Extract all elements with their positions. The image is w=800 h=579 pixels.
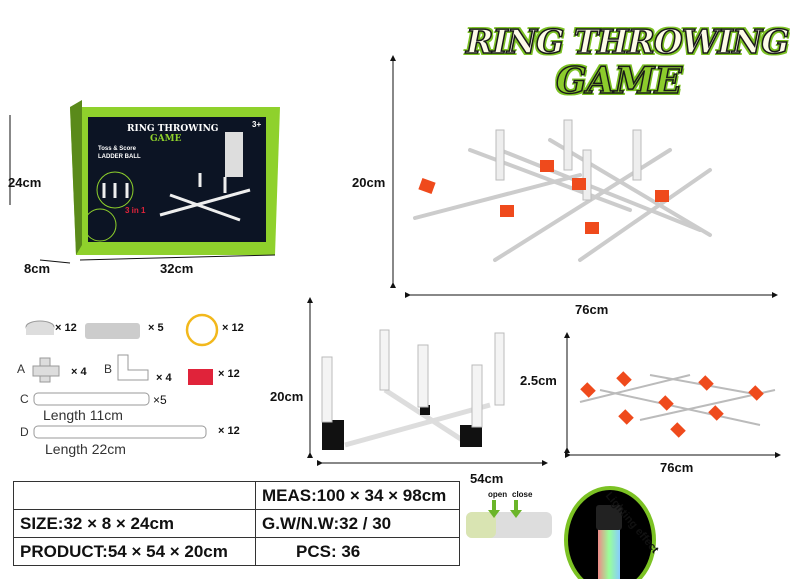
box-depth-label: 8cm (24, 261, 51, 276)
spec-empty-cell (13, 481, 256, 510)
spec-product: PRODUCT:54 × 54 × 20cm (13, 537, 256, 566)
part-c-letter: C (20, 392, 29, 406)
box-tagline1: Toss & Score (98, 146, 136, 152)
flat-layout-illustration (564, 332, 781, 458)
ladder-height-label: 20cm (270, 389, 304, 404)
box-title: RING THROWING (127, 124, 219, 134)
full-game-illustration (390, 55, 778, 298)
part-long-tube-qty: × 12 (218, 425, 240, 437)
full-width-label: 76cm (575, 302, 609, 317)
part-connector-qty: × 5 (148, 322, 164, 334)
switch-tube-image (466, 500, 552, 538)
box-tagline2: LADDER BALL (98, 154, 141, 160)
spec-pcs: PCS: 36 (255, 537, 460, 566)
spec-meas: MEAS:100 × 34 × 98cm (255, 481, 460, 510)
spec-gw-nw: G.W/N.W:32 / 30 (255, 509, 460, 538)
flat-height-label: 2.5cm (520, 373, 557, 388)
part-ring-qty: × 12 (222, 322, 244, 334)
lighting-effect-image (564, 486, 656, 579)
box-height-label: 24cm (8, 175, 42, 190)
age-badge: 3+ (252, 120, 262, 129)
part-a-letter: A (17, 362, 26, 376)
title-line1: RING THROWING (465, 21, 790, 62)
ladder-illustration (307, 297, 548, 466)
product-box-image (9, 100, 280, 264)
box-subtitle: GAME (150, 134, 182, 144)
part-short-tube-length: Length 11cm (43, 407, 123, 423)
title-line2: GAME (555, 59, 682, 103)
part-long-tube-length: Length 22cm (45, 441, 126, 457)
combo-badge: 3 in 1 (125, 206, 146, 215)
parts-illustrations (25, 313, 219, 439)
part-b-letter: B (104, 362, 113, 376)
box-width-label: 32cm (160, 261, 194, 276)
spec-size: SIZE:32 × 8 × 24cm (13, 509, 256, 538)
ladder-width-label: 54cm (470, 471, 504, 486)
part-d-letter: D (20, 425, 29, 439)
switch-open-label: open (488, 490, 508, 499)
part-elbow-qty: × 4 (156, 372, 172, 384)
part-cross-joint-qty: × 4 (71, 366, 87, 378)
part-beanbag-qty: × 12 (218, 368, 240, 380)
switch-close-label: close (512, 490, 533, 499)
part-short-tube-qty: ×5 (153, 393, 167, 407)
part-cap-qty: × 12 (55, 322, 77, 334)
flat-width-label: 76cm (660, 460, 694, 475)
full-height-label: 20cm (352, 175, 386, 190)
